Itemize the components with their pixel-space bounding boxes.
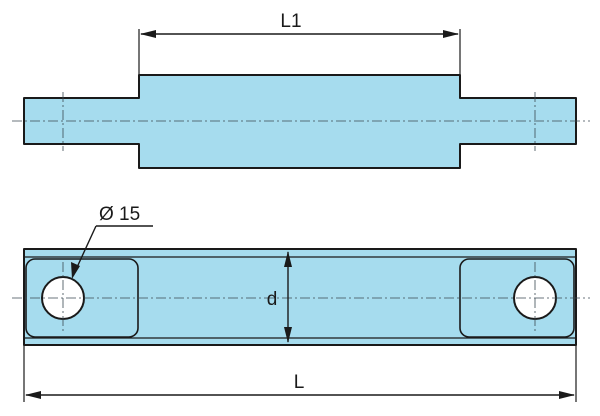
bottom-view-body (23, 248, 577, 346)
dimension-l1: L1 (138, 11, 461, 75)
l1-arrow-right (443, 30, 459, 38)
l-label: L (294, 372, 305, 393)
dimension-d: d (267, 251, 292, 343)
l-arrow-right (559, 391, 575, 399)
d-arrow-top (284, 251, 292, 267)
d-arrow-bottom (284, 327, 292, 343)
hole-diameter-label: Ø 15 (99, 204, 140, 225)
top-view-body (23, 74, 577, 169)
l1-label: L1 (280, 11, 301, 32)
top-view (12, 74, 590, 169)
bottom-view (12, 248, 590, 346)
l1-arrow-left (140, 30, 156, 38)
d-label: d (267, 289, 278, 310)
dimension-l: L (23, 345, 577, 402)
l-arrow-left (25, 391, 41, 399)
dimension-hole-diameter: Ø 15 (71, 204, 153, 279)
hole-leader-arrow (71, 262, 80, 279)
